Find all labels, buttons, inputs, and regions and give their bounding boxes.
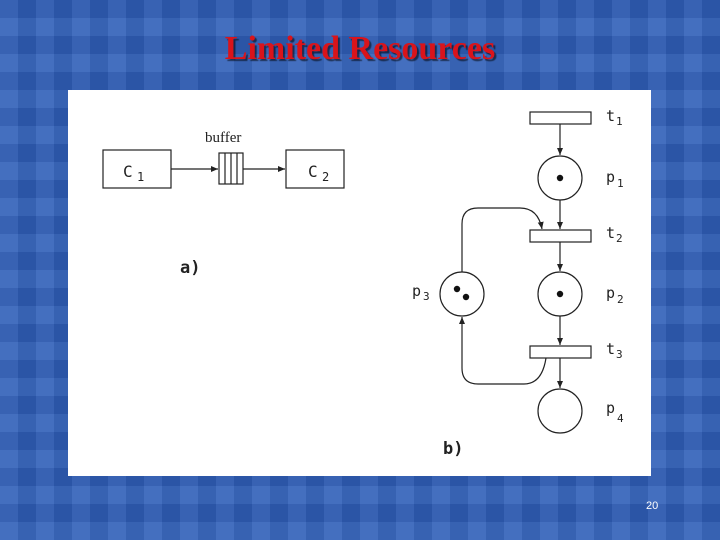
p3-label: p	[412, 282, 421, 300]
transition-t3	[529, 345, 592, 359]
diagram-a	[102, 149, 345, 189]
transition-t1	[529, 111, 592, 125]
t3-label: t	[606, 340, 615, 358]
p1-label: p	[606, 168, 615, 186]
p3-subscript: 3	[423, 290, 430, 303]
t1-subscript: 1	[616, 115, 623, 128]
arc-p3-t2	[461, 207, 544, 272]
p1-subscript: 1	[617, 177, 624, 190]
diagram-a-label: a)	[180, 258, 200, 278]
petri-net-diagram: buffer C 1 C 2 a)	[102, 107, 624, 459]
diagram-panel: buffer C 1 C 2 a)	[68, 90, 651, 476]
arc-t3-p3	[459, 317, 547, 385]
t1-label: t	[606, 107, 615, 125]
c2-subscript: 2	[322, 170, 329, 184]
token-p3-2	[462, 293, 470, 301]
p2-label: p	[606, 284, 615, 302]
transition-t2	[529, 229, 592, 243]
process-c2-box	[285, 149, 345, 189]
p2-subscript: 2	[617, 293, 624, 306]
c1-subscript: 1	[137, 170, 144, 184]
t2-label: t	[606, 224, 615, 242]
buffer-queue	[218, 152, 244, 185]
place-p4	[537, 388, 583, 434]
c2-label: C	[308, 162, 318, 181]
token-p2	[556, 290, 564, 298]
page-number: 20	[646, 500, 659, 512]
place-p3	[439, 271, 485, 317]
diagram-b	[439, 111, 592, 434]
tokens	[453, 174, 564, 301]
diagram-b-label: b)	[443, 439, 463, 459]
p4-label: p	[606, 399, 615, 417]
t3-subscript: 3	[616, 348, 623, 361]
slide-title: Limited Resources	[224, 30, 496, 67]
p4-subscript: 4	[617, 412, 624, 425]
buffer-label: buffer	[205, 130, 241, 146]
c1-label: C	[123, 162, 133, 181]
token-p3-1	[453, 285, 461, 293]
t2-subscript: 2	[616, 232, 623, 245]
token-p1	[556, 174, 564, 182]
